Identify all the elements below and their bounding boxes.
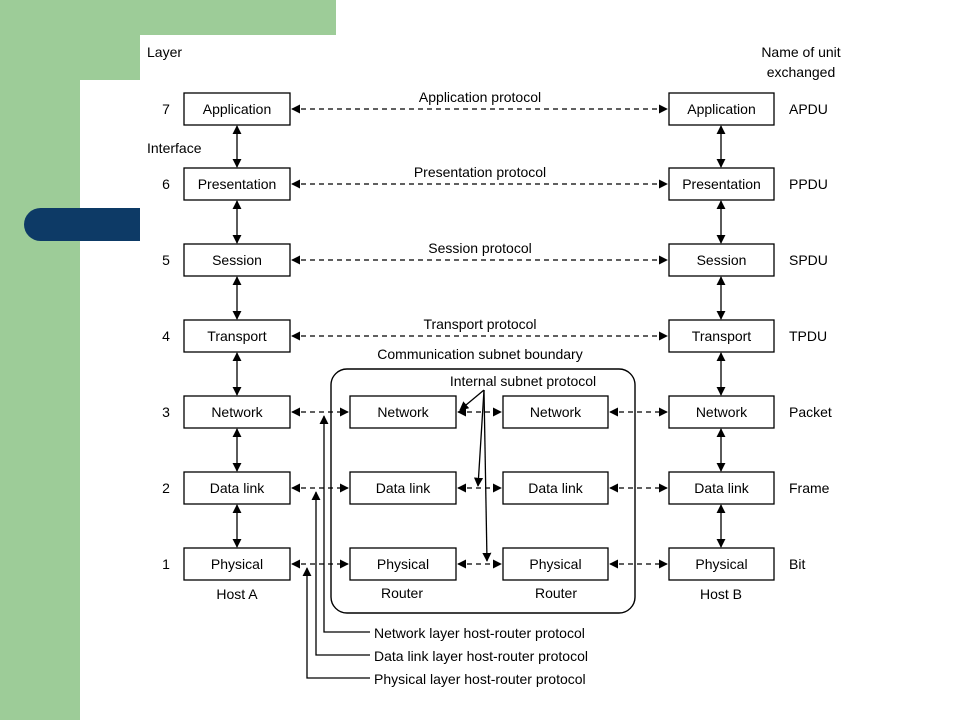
- application-protocol-label: Application protocol: [419, 89, 541, 105]
- host-b-session-box: [668, 243, 775, 277]
- host-b-network-box: [668, 395, 775, 429]
- unit-column-header-line1: Name of unit: [761, 44, 840, 60]
- router-right-physical-box: [502, 547, 609, 581]
- host-b-data-link-label: Data link: [694, 480, 749, 496]
- host-a-data-link-box: [183, 471, 291, 505]
- unit-name-transport: TPDU: [789, 328, 827, 344]
- unit-name-session: SPDU: [789, 252, 828, 268]
- host-a-label: Host A: [216, 586, 258, 602]
- router-left-physical-label: Physical: [377, 556, 429, 572]
- router-right-physical-label: Physical: [529, 556, 581, 572]
- host-router-leader-1: [319, 415, 370, 633]
- router-right-network-box: [502, 395, 609, 429]
- internal-protocol-pointer-network: [459, 389, 485, 411]
- layer-column-header: Layer: [147, 44, 182, 60]
- layer-number-5: 5: [162, 252, 170, 268]
- host-a-session-label: Session: [212, 252, 262, 268]
- unit-name-presentation: PPDU: [789, 176, 828, 192]
- router-right-network-label: Network: [530, 404, 582, 420]
- layer-number-2: 2: [162, 480, 170, 496]
- router-left-data-link-box: [349, 471, 457, 505]
- layer-number-4: 4: [162, 328, 170, 344]
- router-right-label: Router: [535, 585, 577, 601]
- host-a-application-label: Application: [203, 101, 272, 117]
- layer-number-3: 3: [162, 404, 170, 420]
- rounded-corner: [80, 80, 140, 140]
- host-a-transport-box: [183, 319, 291, 353]
- router-left-label: Router: [381, 585, 423, 601]
- host-a-session-box: [183, 243, 291, 277]
- router-left-network-label: Network: [377, 404, 429, 420]
- router-left-physical-box: [349, 547, 457, 581]
- router-left-data-link-label: Data link: [376, 480, 431, 496]
- host-a-data-link-label: Data link: [210, 480, 265, 496]
- unit-name-application: APDU: [789, 101, 828, 117]
- subnet-boundary-label: Communication subnet boundary: [377, 346, 582, 362]
- router-right-data-link-label: Data link: [528, 480, 583, 496]
- unit-column-header-line2: exchanged: [767, 64, 836, 80]
- host-a-presentation-label: Presentation: [198, 176, 277, 192]
- host-b-session-label: Session: [697, 252, 747, 268]
- internal-protocol-pointer-physical: [482, 389, 492, 562]
- navy-accent-bar: [24, 208, 149, 241]
- router-right-data-link-box: [502, 471, 609, 505]
- host-b-network-label: Network: [696, 404, 748, 420]
- host-b-application-label: Application: [687, 101, 756, 117]
- interface-label: Interface: [147, 140, 202, 156]
- host-a-network-label: Network: [211, 404, 263, 420]
- host-b-data-link-box: [668, 471, 775, 505]
- internal-protocol-pointer-datalink: [473, 389, 485, 487]
- unit-name-data-link: Frame: [789, 480, 830, 496]
- host-b-physical-box: [668, 547, 775, 581]
- physical-host-router-protocol: Physical layer host-router protocol: [374, 671, 586, 687]
- green-sidebar-bar: [0, 0, 80, 720]
- host-a-transport-label: Transport: [207, 328, 267, 344]
- host-b-transport-label: Transport: [692, 328, 752, 344]
- unit-name-physical: Bit: [789, 556, 805, 572]
- unit-name-network: Packet: [789, 404, 832, 420]
- host-b-application-box: [668, 92, 775, 126]
- osi-reference-model-diagram: Layer Name of unit exchanged Interface C…: [140, 35, 860, 720]
- host-a-network-box: [183, 395, 291, 429]
- host-a-physical-label: Physical: [211, 556, 263, 572]
- internal-subnet-protocol-label: Internal subnet protocol: [450, 373, 596, 389]
- data-link-host-router-protocol: Data link layer host-router protocol: [374, 648, 588, 664]
- transport-protocol-label: Transport protocol: [423, 316, 536, 332]
- router-left-network-box: [349, 395, 457, 429]
- layer-number-1: 1: [162, 556, 170, 572]
- host-router-leader-2: [311, 491, 370, 656]
- session-protocol-label: Session protocol: [428, 240, 532, 256]
- host-b-presentation-label: Presentation: [682, 176, 761, 192]
- host-b-label: Host B: [700, 586, 742, 602]
- host-a-presentation-box: [183, 167, 291, 201]
- host-router-leader-3: [302, 567, 370, 679]
- subnet-boundary: [330, 368, 636, 614]
- host-b-physical-label: Physical: [695, 556, 747, 572]
- host-b-transport-box: [668, 319, 775, 353]
- presentation-protocol-label: Presentation protocol: [414, 164, 546, 180]
- network-host-router-protocol: Network layer host-router protocol: [374, 625, 585, 641]
- host-a-physical-box: [183, 547, 291, 581]
- host-a-application-box: [183, 92, 291, 126]
- layer-number-6: 6: [162, 176, 170, 192]
- host-b-presentation-box: [668, 167, 775, 201]
- layer-number-7: 7: [162, 101, 170, 117]
